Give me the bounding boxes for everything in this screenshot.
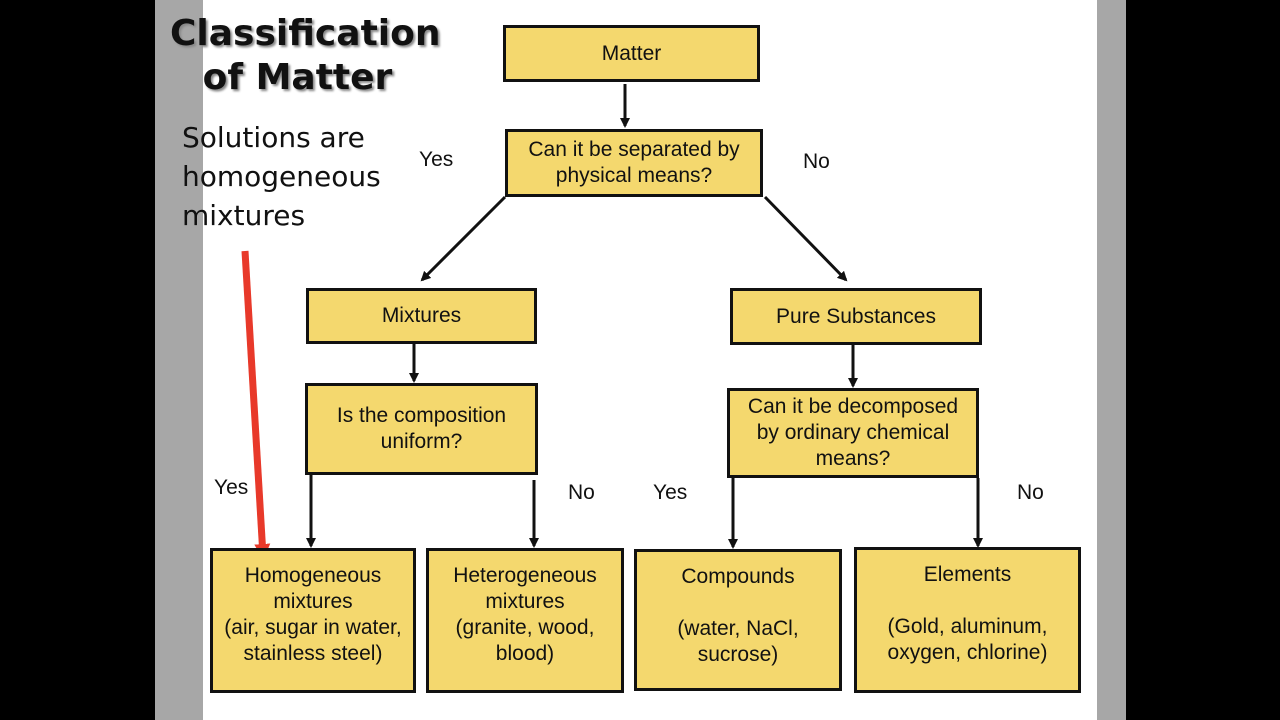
matter-label: Matter: [601, 41, 662, 65]
elements-box: Elements (Gold, aluminum, oxygen, chlori…: [854, 547, 1081, 693]
decomposed-question-box: Can it be decomposed by ordinary chemica…: [727, 388, 979, 478]
slide-note: Solutions are homogeneous mixtures: [182, 121, 381, 232]
compounds-name: Compounds: [681, 565, 795, 588]
uniform-question-label: Is the composition uniform?: [336, 404, 507, 453]
yes-label-top: Yes: [419, 148, 454, 171]
homogeneous-box: Homogeneous mixtures (air, sugar in wate…: [210, 548, 416, 693]
decomposed-question-label: Can it be decomposed by ordinary chemica…: [747, 395, 959, 470]
mixtures-box: Mixtures: [306, 288, 537, 344]
pure-substances-box: Pure Substances: [730, 288, 982, 345]
elements-name: Elements: [923, 563, 1012, 586]
heterogeneous-examples: (granite, wood, blood): [455, 616, 595, 665]
red-highlight-arrow: [241, 250, 271, 560]
heterogeneous-name: Heterogeneous mixtures: [453, 564, 597, 613]
slide-right-band: [1097, 0, 1126, 720]
matter-box: Matter: [503, 25, 760, 82]
heterogeneous-box: Heterogeneous mixtures (granite, wood, b…: [426, 548, 624, 693]
pure-substances-label: Pure Substances: [776, 304, 936, 328]
yes-label-mixtures: Yes: [214, 476, 249, 499]
arrow-question-to-mixtures: [420, 195, 507, 282]
homogeneous-name: Homogeneous mixtures: [244, 564, 382, 613]
homogeneous-examples: (air, sugar in water, stainless steel): [224, 616, 402, 665]
elements-examples: (Gold, aluminum, oxygen, chlorine): [887, 615, 1048, 664]
arrow-question-to-pure: [763, 195, 848, 282]
yes-label-pure: Yes: [653, 481, 688, 504]
uniform-question-box: Is the composition uniform?: [305, 383, 538, 475]
no-label-pure: No: [1017, 481, 1044, 504]
separated-question-label: Can it be separated by physical means?: [528, 138, 740, 187]
no-label-mixtures: No: [568, 481, 595, 504]
slide-left-band: [155, 0, 203, 720]
mixtures-label: Mixtures: [381, 304, 462, 327]
compounds-box: Compounds (water, NaCl, sucrose): [634, 549, 842, 691]
slide-title: Classification of Matter: [170, 13, 441, 98]
no-label-top: No: [803, 150, 830, 173]
compounds-examples: (water, NaCl, sucrose): [677, 617, 799, 666]
separated-question-box: Can it be separated by physical means?: [505, 129, 763, 197]
